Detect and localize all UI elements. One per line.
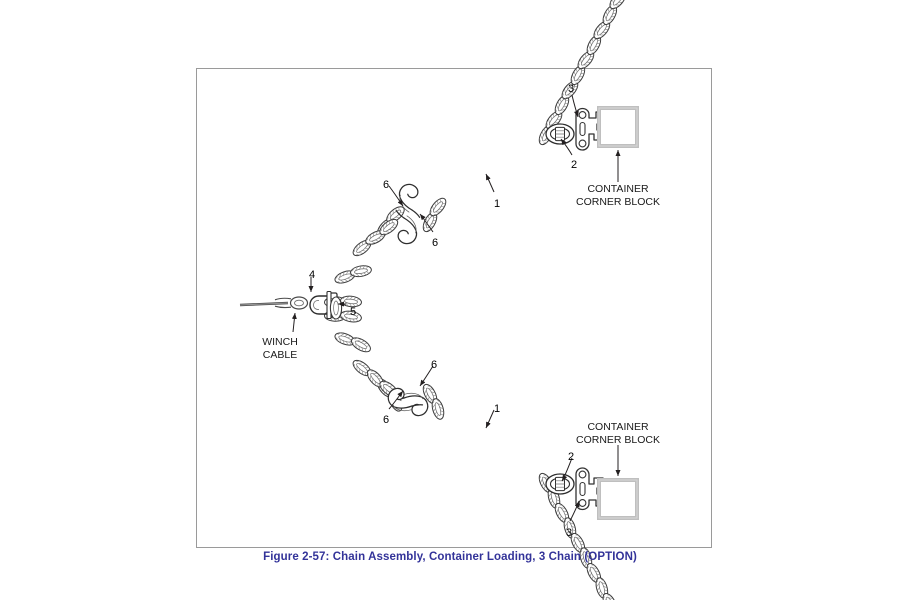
callout-4: 4 xyxy=(309,269,316,281)
callout-5: 5 xyxy=(350,306,357,318)
callout-1-top: 1 xyxy=(494,198,501,210)
figure-caption: Figure 2-57: Chain Assembly, Container L… xyxy=(263,551,637,563)
winch-cable-label: WINCH CABLE xyxy=(235,336,325,362)
callout-6-top-right: 6 xyxy=(432,237,439,249)
callout-2-top: 2 xyxy=(571,159,578,171)
winch-cable-line1: WINCH xyxy=(262,336,298,348)
corner-block-top-line1: CONTAINER xyxy=(587,183,649,195)
callout-3-top: 3 xyxy=(568,83,575,95)
container-corner-block-top-label: CONTAINER CORNER BLOCK xyxy=(558,183,678,209)
callout-3-bottom: 3 xyxy=(566,527,573,539)
callout-6-top-left: 6 xyxy=(383,179,390,191)
callout-6-bottom-right: 6 xyxy=(431,359,438,371)
callout-6-bottom-left: 6 xyxy=(383,414,390,426)
callout-1-bottom: 1 xyxy=(494,403,501,415)
winch-cable-line2: CABLE xyxy=(262,349,298,361)
figure-frame xyxy=(196,68,712,548)
corner-block-top-line2: CORNER BLOCK xyxy=(575,196,660,208)
callout-2-bottom: 2 xyxy=(568,451,575,463)
corner-block-bottom-line1: CONTAINER xyxy=(587,421,649,433)
corner-block-bottom-line2: CORNER BLOCK xyxy=(575,434,660,446)
container-corner-block-bottom-label: CONTAINER CORNER BLOCK xyxy=(558,421,678,447)
